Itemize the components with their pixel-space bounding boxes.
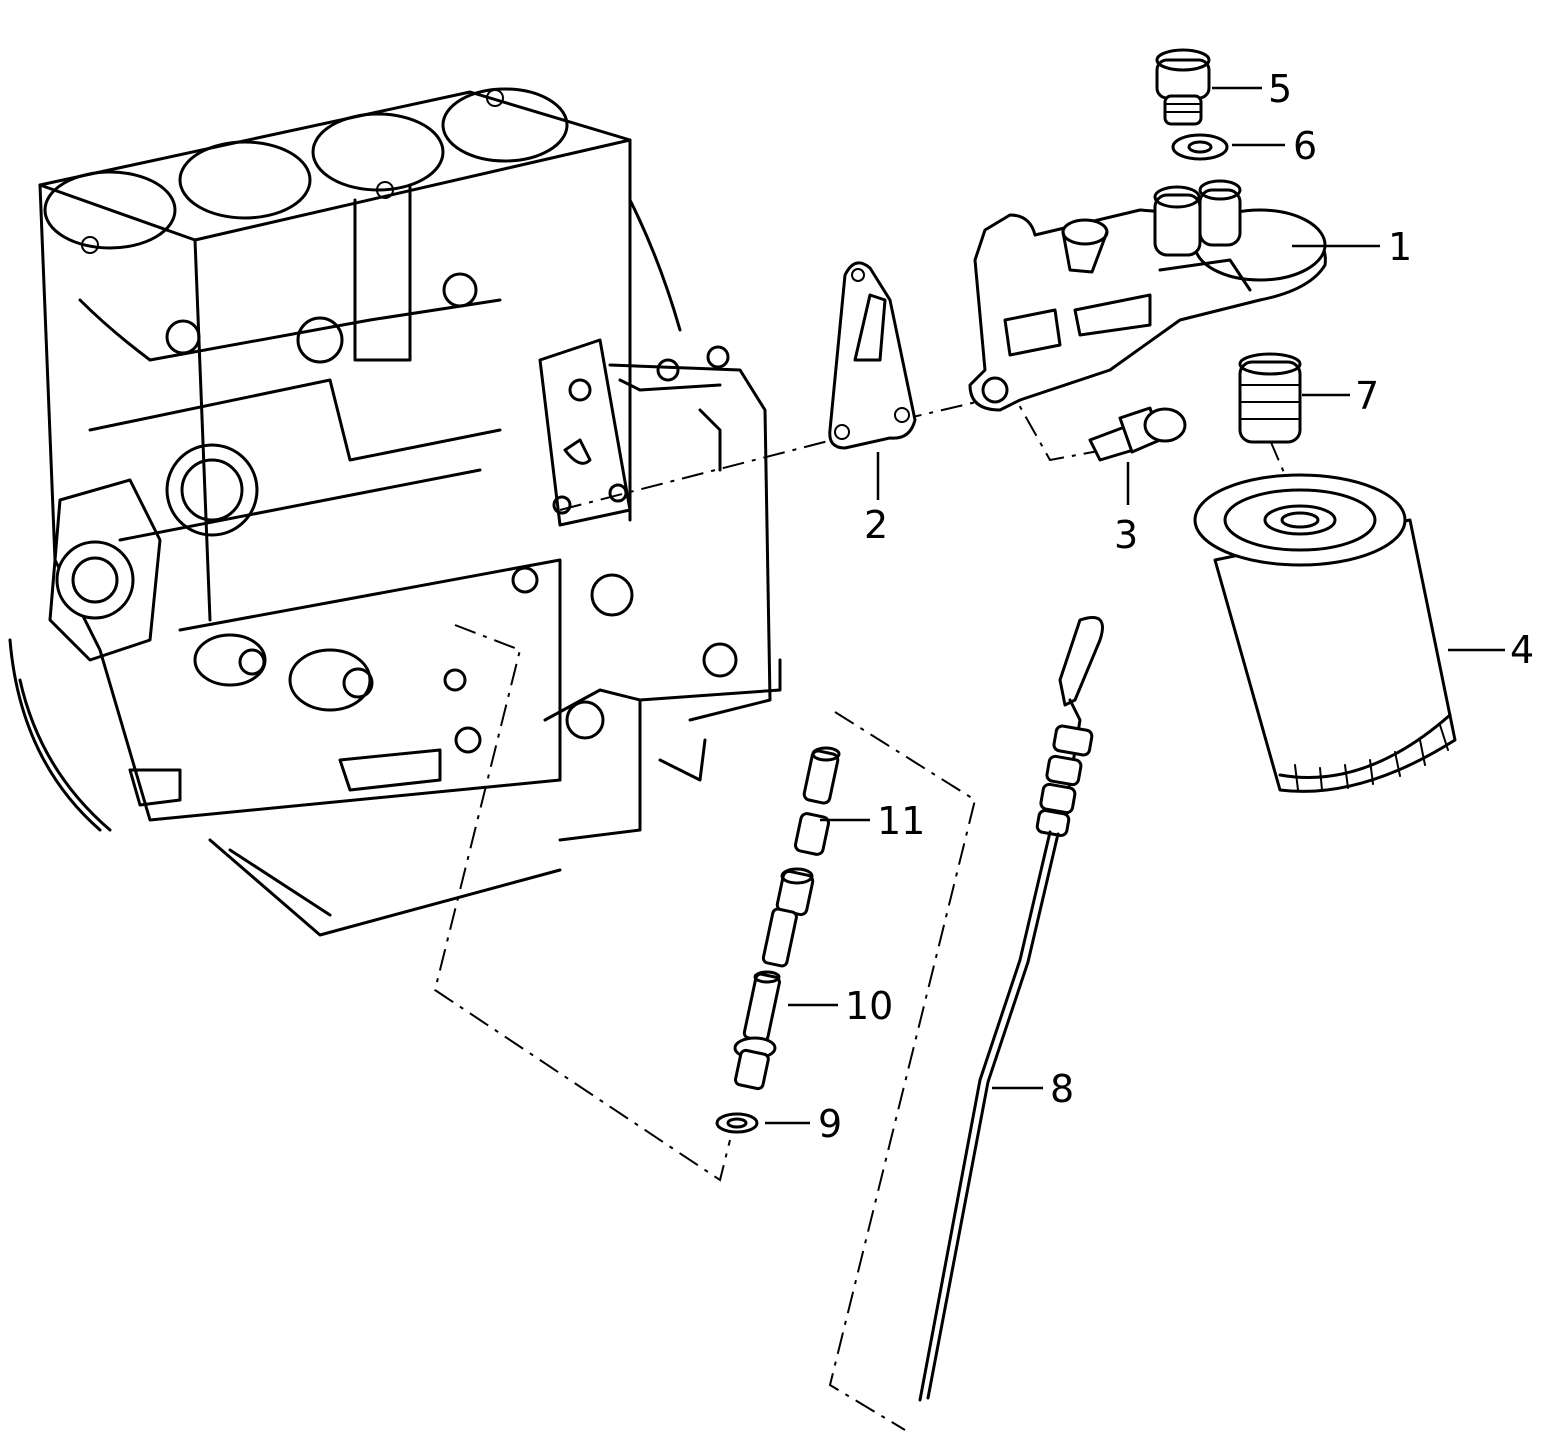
oil-filter-part <box>1193 473 1457 793</box>
callout-5: 5 <box>1268 67 1292 111</box>
gasket-part <box>828 261 917 450</box>
callout-4: 4 <box>1510 628 1534 672</box>
callout-6: 6 <box>1293 124 1317 168</box>
threaded-connector-part <box>1238 352 1302 444</box>
callout-2: 2 <box>864 503 888 547</box>
callout-labels: 1 2 3 4 5 6 7 8 9 10 11 <box>818 67 1534 1146</box>
callout-11: 11 <box>877 799 925 843</box>
callout-3: 3 <box>1114 513 1138 557</box>
callout-9: 9 <box>818 1102 842 1146</box>
callout-10: 10 <box>845 984 893 1028</box>
engine-block <box>8 87 782 937</box>
seal-ring-part <box>1171 133 1229 161</box>
guide-tube-parts <box>715 746 841 1134</box>
oil-pressure-sender-part <box>1088 406 1187 462</box>
bolt-part <box>1155 48 1211 126</box>
callout-1: 1 <box>1388 225 1412 269</box>
callout-8: 8 <box>1050 1067 1074 1111</box>
leader-lines <box>765 86 1505 1125</box>
callout-7: 7 <box>1355 374 1379 418</box>
dipstick-part <box>918 616 1104 1402</box>
oil-filter-bracket-part <box>968 179 1327 412</box>
